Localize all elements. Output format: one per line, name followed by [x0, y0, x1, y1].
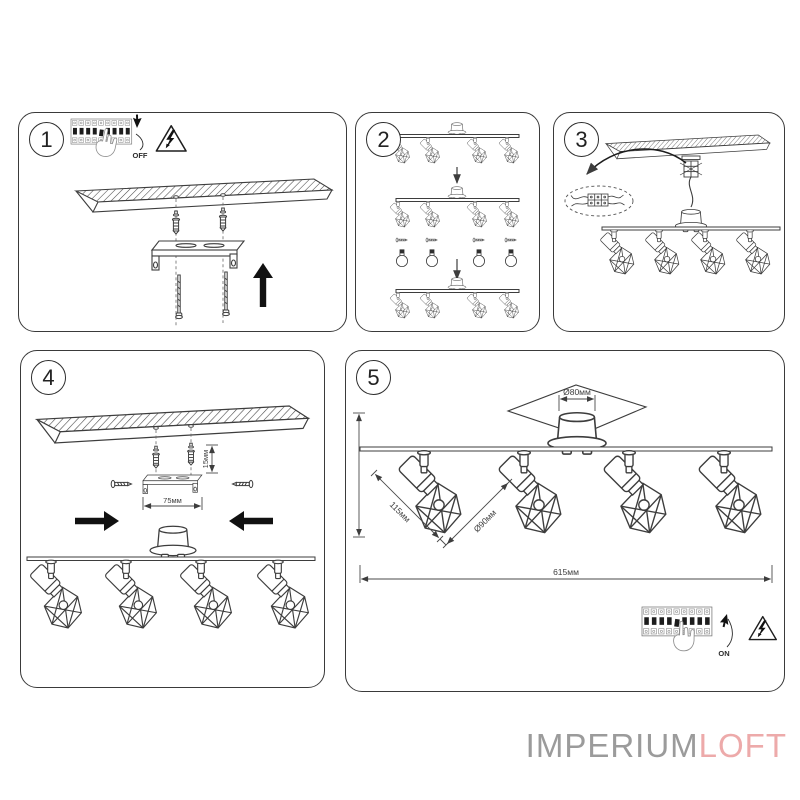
- step-3-number: 3: [564, 122, 599, 157]
- breaker-off-label: OFF: [133, 151, 148, 160]
- shade-screws: [395, 237, 517, 243]
- spotlight: [497, 449, 562, 534]
- shade-diameter-label: Ø90мм: [472, 507, 499, 534]
- step-4-number: 4: [31, 360, 66, 395]
- step-1-drawing: OFF: [70, 113, 333, 327]
- fixture-assembled-view: [390, 278, 519, 318]
- ceiling-plank: [36, 405, 309, 444]
- brand-logo: IMPERIUMLOFT: [526, 727, 787, 765]
- wire-connection: [679, 155, 703, 208]
- shade-diameter-dimension: [442, 478, 513, 549]
- mounting-bracket: [151, 240, 245, 271]
- wall-anchor: [171, 210, 181, 235]
- wall-anchor: [218, 207, 228, 232]
- step-2-number: 2: [366, 122, 401, 157]
- total-length-dimension: [359, 565, 773, 583]
- bulb-icon: [395, 248, 409, 268]
- canopy-diameter-dimension: [558, 395, 596, 411]
- bulb-icon: [472, 248, 486, 268]
- step-1-panel: 1 OFF: [18, 112, 347, 332]
- side-screw: [110, 479, 132, 489]
- right-arrow-icon: [75, 511, 119, 531]
- spotlight: [697, 449, 762, 534]
- wall-anchor: [152, 445, 160, 469]
- bracket-width-label: 75мм: [163, 496, 182, 505]
- fixture-assembly: [26, 525, 316, 629]
- step-4-drawing: 15мм 75мм: [26, 405, 316, 629]
- breaker-off-illustration: OFF: [70, 113, 187, 160]
- mounting-bracket: [142, 474, 203, 494]
- left-arrow-icon: [229, 511, 273, 531]
- brand-logo-loft: LOFT: [698, 727, 787, 764]
- anchor-height-dimension: [206, 444, 218, 474]
- electric-warning-icon: [155, 125, 187, 152]
- bulb-icon: [425, 248, 439, 268]
- hanging-fixture: [599, 209, 781, 275]
- step-5-panel: 5 Ø80мм: [345, 350, 785, 692]
- fixture-open-view: [390, 187, 519, 227]
- step-5-number: 5: [356, 360, 391, 395]
- ceiling-plank: [605, 134, 771, 160]
- ceiling-plate: [506, 384, 648, 436]
- bulb-icon: [504, 248, 517, 268]
- step-2-drawing: [356, 113, 541, 333]
- electric-warning-icon: [748, 615, 777, 641]
- fixture-top-view: [390, 123, 519, 163]
- mounting-screw: [222, 271, 230, 317]
- ceiling-plank: [75, 178, 333, 213]
- step-2-panel: 2: [355, 112, 540, 332]
- wall-anchor: [187, 442, 195, 466]
- step-3-drawing: [564, 134, 781, 275]
- step-4-panel: 4 15мм 75мм: [20, 350, 325, 688]
- total-length-label: 615мм: [553, 567, 579, 577]
- step-3-panel: 3: [553, 112, 785, 332]
- height-dimension: [353, 412, 365, 538]
- mounting-screw: [175, 274, 183, 320]
- up-arrow-icon: [253, 263, 273, 307]
- anchor-height-label: 15мм: [201, 450, 210, 469]
- breaker-on-illustration: ON: [641, 606, 777, 658]
- detail-callout-arrow: [586, 148, 687, 175]
- side-screw: [232, 479, 254, 489]
- wiring-detail-callout: [564, 185, 634, 217]
- breaker-on-label: ON: [718, 649, 729, 658]
- brand-logo-imperium: IMPERIUM: [525, 727, 699, 764]
- bracket-width-dimension: [142, 497, 203, 510]
- spot-length-label: 115мм: [388, 499, 413, 524]
- step-5-drawing: Ø80мм 115мм Ø9: [353, 384, 777, 658]
- step-1-number: 1: [29, 122, 64, 157]
- canopy-diameter-label: Ø80мм: [563, 387, 591, 397]
- spotlight: [602, 449, 667, 534]
- spot-length-dimension: [370, 469, 447, 546]
- ceiling-mounting-illustration: [75, 178, 333, 327]
